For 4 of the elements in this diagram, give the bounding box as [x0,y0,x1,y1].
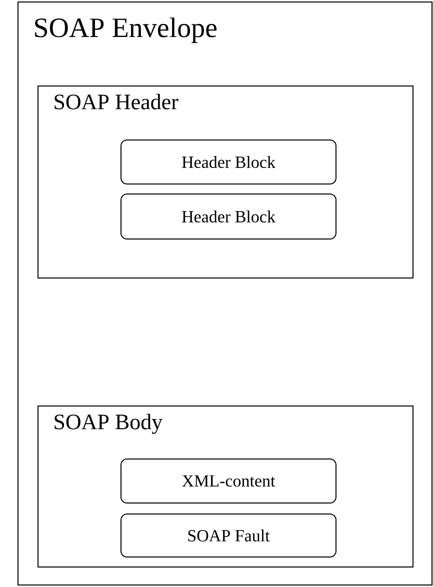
block-box: Header Block [120,140,336,184]
block-box: Header Block [120,194,336,240]
block-box: SOAP Fault [120,514,336,558]
block-box: XML-content [120,458,336,504]
